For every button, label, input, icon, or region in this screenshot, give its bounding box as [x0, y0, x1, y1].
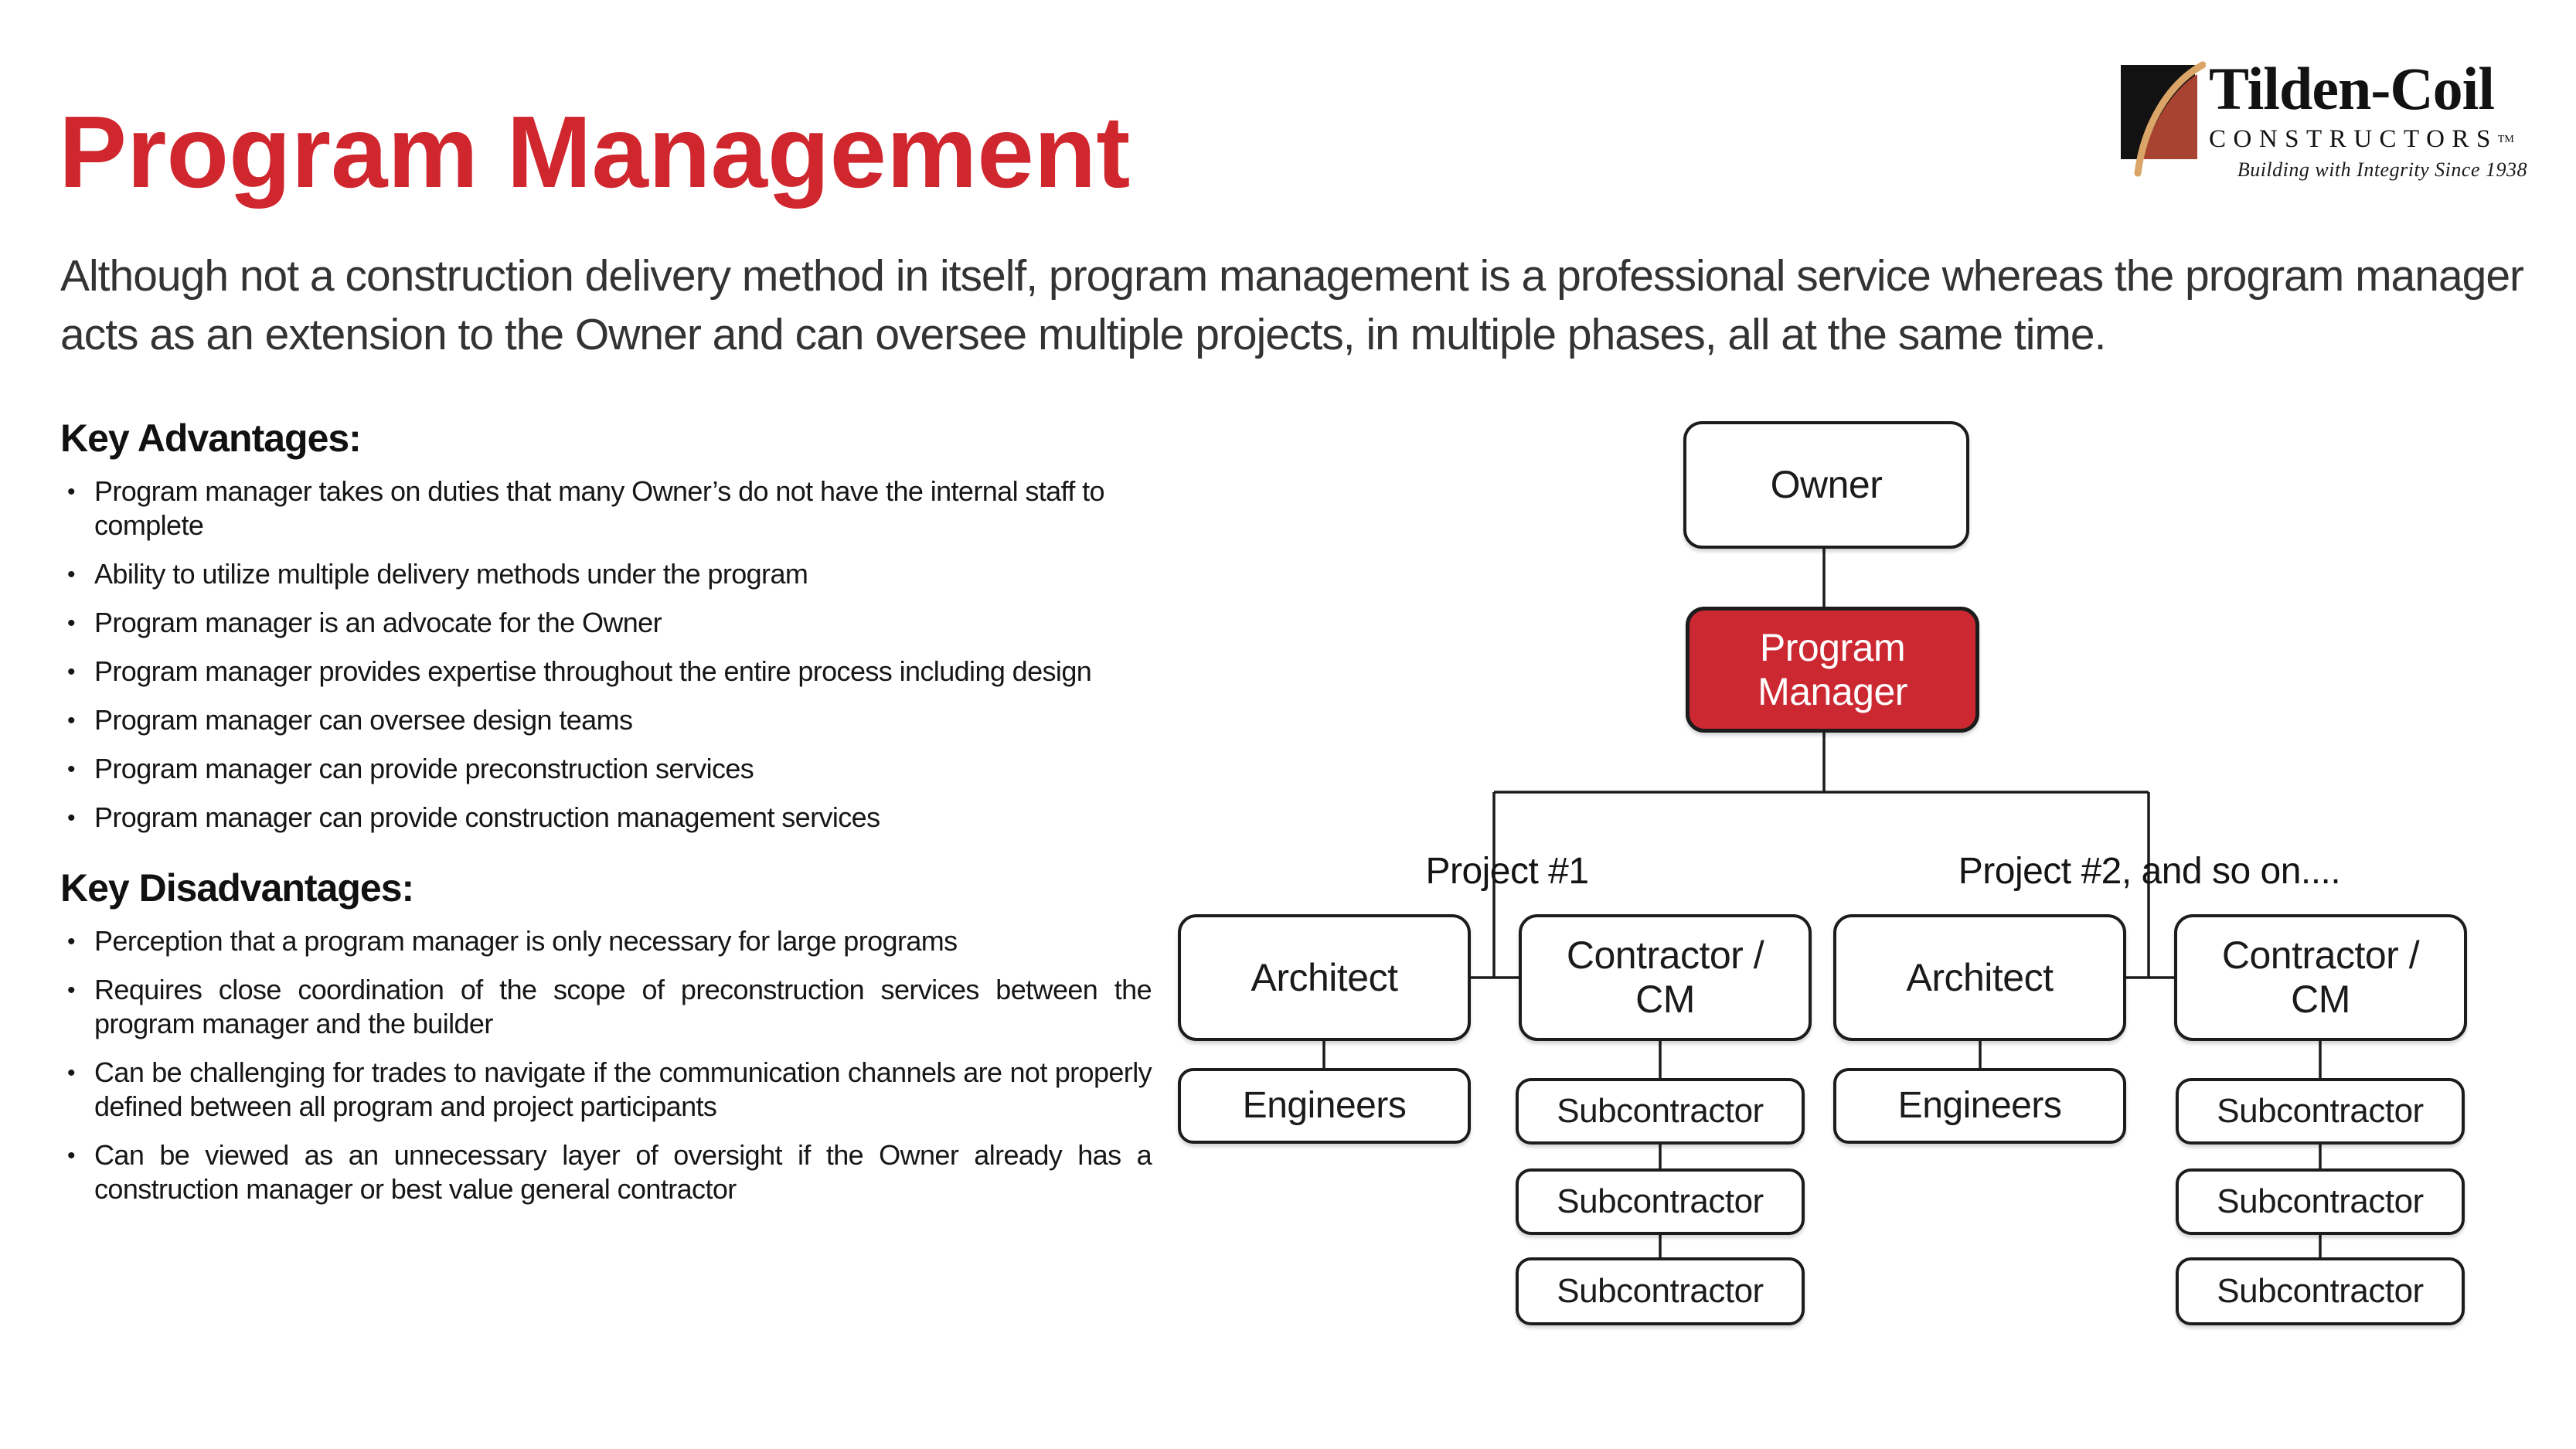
logo-text: Tilden-Coil CONSTRUCTORSTM Building with…	[2209, 59, 2527, 182]
engineers-box-project2: Engineers	[1833, 1068, 2126, 1144]
tilden-coil-logo: Tilden-Coil CONSTRUCTORSTM Building with…	[2119, 45, 2529, 184]
project1-label: Project #1	[1425, 851, 1589, 892]
architect-box-project2: Architect	[1833, 914, 2126, 1041]
intro-paragraph: Although not a construction delivery met…	[60, 251, 2524, 359]
advantage-item: Ability to utilize multiple delivery met…	[60, 557, 1152, 592]
key-advantages-heading: Key Advantages:	[60, 417, 362, 460]
disadvantage-item: Perception that a program manager is onl…	[60, 924, 1152, 959]
logo-gold-arc	[2134, 61, 2206, 177]
key-advantages-list: Program manager takes on duties that man…	[60, 474, 1152, 849]
advantage-item: Program manager provides expertise throu…	[60, 655, 1152, 689]
owner-box: Owner	[1683, 421, 1969, 549]
subcontractor-box: Subcontractor	[1516, 1168, 1805, 1235]
logo-subtitle-text: CONSTRUCTORS	[2209, 125, 2498, 153]
contractor-cm-box-project2: Contractor / CM	[2174, 914, 2467, 1041]
subcontractor-box: Subcontractor	[1516, 1257, 1805, 1325]
advantage-item: Program manager is an advocate for the O…	[60, 606, 1152, 641]
logo-tagline: Building with Integrity Since 1938	[2237, 158, 2527, 181]
key-disadvantages-list: Perception that a program manager is onl…	[60, 924, 1152, 1221]
advantage-item: Program manager can provide preconstruct…	[60, 752, 1152, 787]
subcontractor-box: Subcontractor	[1516, 1078, 1805, 1145]
logo-subtitle: CONSTRUCTORSTM	[2209, 125, 2527, 154]
key-disadvantages-heading: Key Disadvantages:	[60, 866, 414, 910]
engineers-box-project1: Engineers	[1178, 1068, 1471, 1144]
logo-name: Tilden-Coil	[2209, 55, 2495, 122]
subcontractor-box: Subcontractor	[2176, 1168, 2465, 1235]
advantage-item: Program manager can provide construction…	[60, 801, 1152, 835]
program-manager-box: Program Manager	[1686, 607, 1979, 733]
subcontractor-box: Subcontractor	[2176, 1257, 2465, 1325]
subcontractor-box: Subcontractor	[2176, 1078, 2465, 1145]
disadvantage-item: Can be challenging for trades to navigat…	[60, 1056, 1152, 1124]
contractor-cm-box-project1: Contractor / CM	[1519, 914, 1812, 1041]
advantage-item: Program manager takes on duties that man…	[60, 474, 1152, 543]
logo-red-quarter	[2143, 74, 2197, 159]
tilden-coil-logo-mark-icon	[2121, 61, 2206, 177]
advantage-item: Program manager can oversee design teams	[60, 703, 1152, 738]
disadvantage-item: Requires close coordination of the scope…	[60, 973, 1152, 1041]
project2-label: Project #2, and so on....	[1958, 851, 2341, 892]
logo-trademark: TM	[2497, 134, 2514, 145]
architect-box-project1: Architect	[1178, 914, 1471, 1041]
page-title: Program Management	[59, 95, 1131, 209]
disadvantage-item: Can be viewed as an unnecessary layer of…	[60, 1138, 1152, 1206]
